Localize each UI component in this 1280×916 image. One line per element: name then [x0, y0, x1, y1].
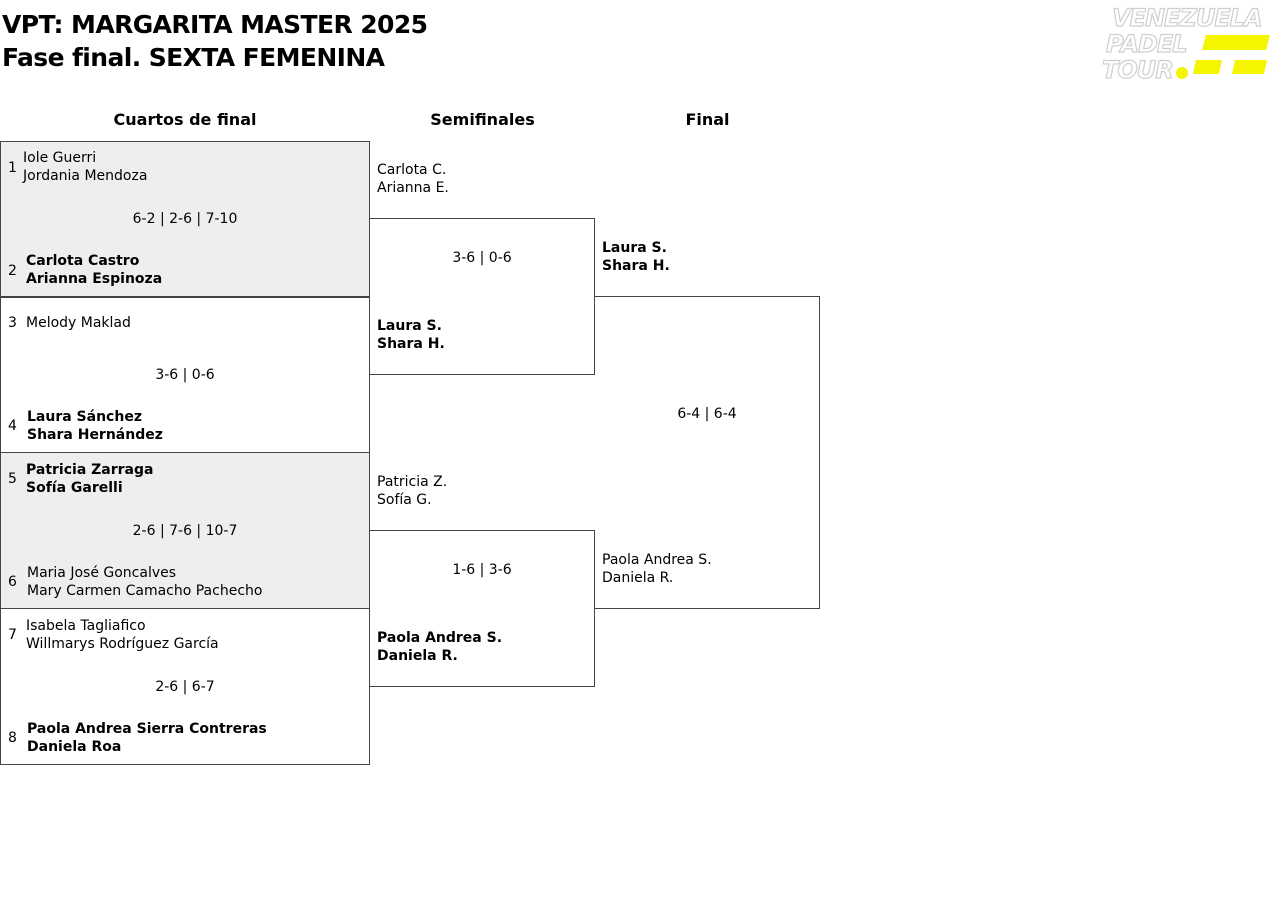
- player-name: Laura S.: [377, 318, 442, 334]
- team-entry-winner: Patricia Zarraga Sofía Garelli: [26, 461, 153, 497]
- team-entry-winner: Laura Sánchez Shara Hernández: [27, 408, 163, 444]
- player-name: Laura Sánchez: [27, 409, 142, 425]
- player-name: Daniela R.: [602, 570, 674, 586]
- team-entry: Maria José Goncalves Mary Carmen Camacho…: [27, 564, 262, 600]
- player-name: Laura S.: [602, 240, 667, 256]
- logo-word-3: TOUR: [1102, 56, 1173, 82]
- player-name: Daniela Roa: [27, 739, 122, 755]
- quarterfinal-match-4: 7 Isabela Tagliafico Willmarys Rodríguez…: [0, 608, 370, 765]
- page-subtitle: Fase final. SEXTA FEMENINA: [2, 43, 385, 72]
- round-header-quarterfinals: Cuartos de final: [113, 110, 257, 129]
- semifinal-1-score: 3-6 | 0-6: [452, 250, 512, 266]
- player-name: Maria José Goncalves: [27, 565, 177, 581]
- player-name: Shara H.: [602, 258, 670, 274]
- semifinal-2-score: 1-6 | 3-6: [452, 562, 512, 578]
- player-name: Shara H.: [377, 336, 445, 352]
- team-entry: Isabela Tagliafico Willmarys Rodríguez G…: [26, 617, 219, 653]
- team-entry-winner: Paola Andrea Sierra Contreras Daniela Ro…: [27, 720, 267, 756]
- seed-number: 6: [8, 574, 17, 590]
- venezuela-padel-tour-logo: VENEZUELA PADEL TOUR: [1101, 3, 1270, 82]
- match-score: 3-6 | 0-6: [155, 367, 215, 383]
- final-bracket: [595, 296, 820, 609]
- semifinal-1-bottom-team-winner: Laura S. Shara H.: [377, 317, 445, 353]
- page-title: VPT: MARGARITA MASTER 2025: [2, 10, 428, 39]
- player-name: Willmarys Rodríguez García: [26, 636, 219, 652]
- quarterfinal-match-2: 3 Melody Maklad 3-6 | 0-6 4 Laura Sánche…: [0, 296, 370, 453]
- player-name: Carlota C.: [377, 162, 447, 178]
- player-name: Carlota Castro: [26, 253, 140, 269]
- logo-word-1: VENEZUELA: [1112, 4, 1262, 32]
- final-top-team-winner: Laura S. Shara H.: [602, 239, 670, 275]
- seed-number: 8: [8, 730, 17, 746]
- player-name: Melody Maklad: [26, 315, 131, 331]
- semifinal-2-bottom-team-winner: Paola Andrea S. Daniela R.: [377, 629, 502, 665]
- player-name: Paola Andrea S.: [377, 630, 503, 646]
- final-bottom-team: Paola Andrea S. Daniela R.: [602, 551, 712, 587]
- semifinal-1-top-team: Carlota C. Arianna E.: [377, 161, 449, 197]
- player-name: Sofía G.: [377, 492, 432, 508]
- semifinal-bracket-1: [370, 218, 595, 375]
- player-name: Mary Carmen Camacho Pachecho: [27, 583, 263, 599]
- player-name: Paola Andrea Sierra Contreras: [27, 721, 267, 737]
- logo-word-2: PADEL: [1106, 30, 1187, 58]
- team-entry-winner: Carlota Castro Arianna Espinoza: [26, 252, 162, 288]
- player-name: Daniela R.: [377, 648, 458, 664]
- seed-number: 3: [8, 315, 17, 331]
- player-name: Jordania Mendoza: [23, 168, 148, 184]
- seed-number: 7: [8, 627, 17, 643]
- player-name: Patricia Z.: [377, 474, 448, 490]
- match-score: 2-6 | 7-6 | 10-7: [132, 523, 238, 539]
- quarterfinal-match-1: 1 Iole Guerri Jordania Mendoza 6-2 | 2-6…: [0, 141, 370, 298]
- round-header-semifinals: Semifinales: [430, 110, 535, 129]
- player-name: Sofía Garelli: [26, 480, 123, 496]
- seed-number: 5: [8, 471, 17, 487]
- player-name: Arianna E.: [377, 180, 449, 196]
- seed-number: 1: [8, 160, 17, 176]
- player-name: Paola Andrea S.: [602, 552, 712, 568]
- quarterfinal-match-3: 5 Patricia Zarraga Sofía Garelli 2-6 | 7…: [0, 452, 370, 609]
- final-score: 6-4 | 6-4: [677, 406, 737, 422]
- semifinal-2-top-team: Patricia Z. Sofía G.: [377, 473, 447, 509]
- seed-number: 2: [8, 263, 17, 279]
- player-name: Isabela Tagliafico: [26, 618, 146, 634]
- team-entry: Melody Maklad: [26, 314, 131, 332]
- player-name: Patricia Zarraga: [26, 462, 154, 478]
- match-score: 2-6 | 6-7: [155, 679, 215, 695]
- team-entry: Iole Guerri Jordania Mendoza: [23, 149, 147, 185]
- player-name: Shara Hernández: [27, 427, 163, 443]
- match-score: 6-2 | 2-6 | 7-10: [132, 211, 238, 227]
- seed-number: 4: [8, 418, 17, 434]
- player-name: Arianna Espinoza: [26, 271, 163, 287]
- semifinal-bracket-2: [370, 530, 595, 687]
- player-name: Iole Guerri: [23, 150, 97, 166]
- round-header-final: Final: [685, 110, 730, 129]
